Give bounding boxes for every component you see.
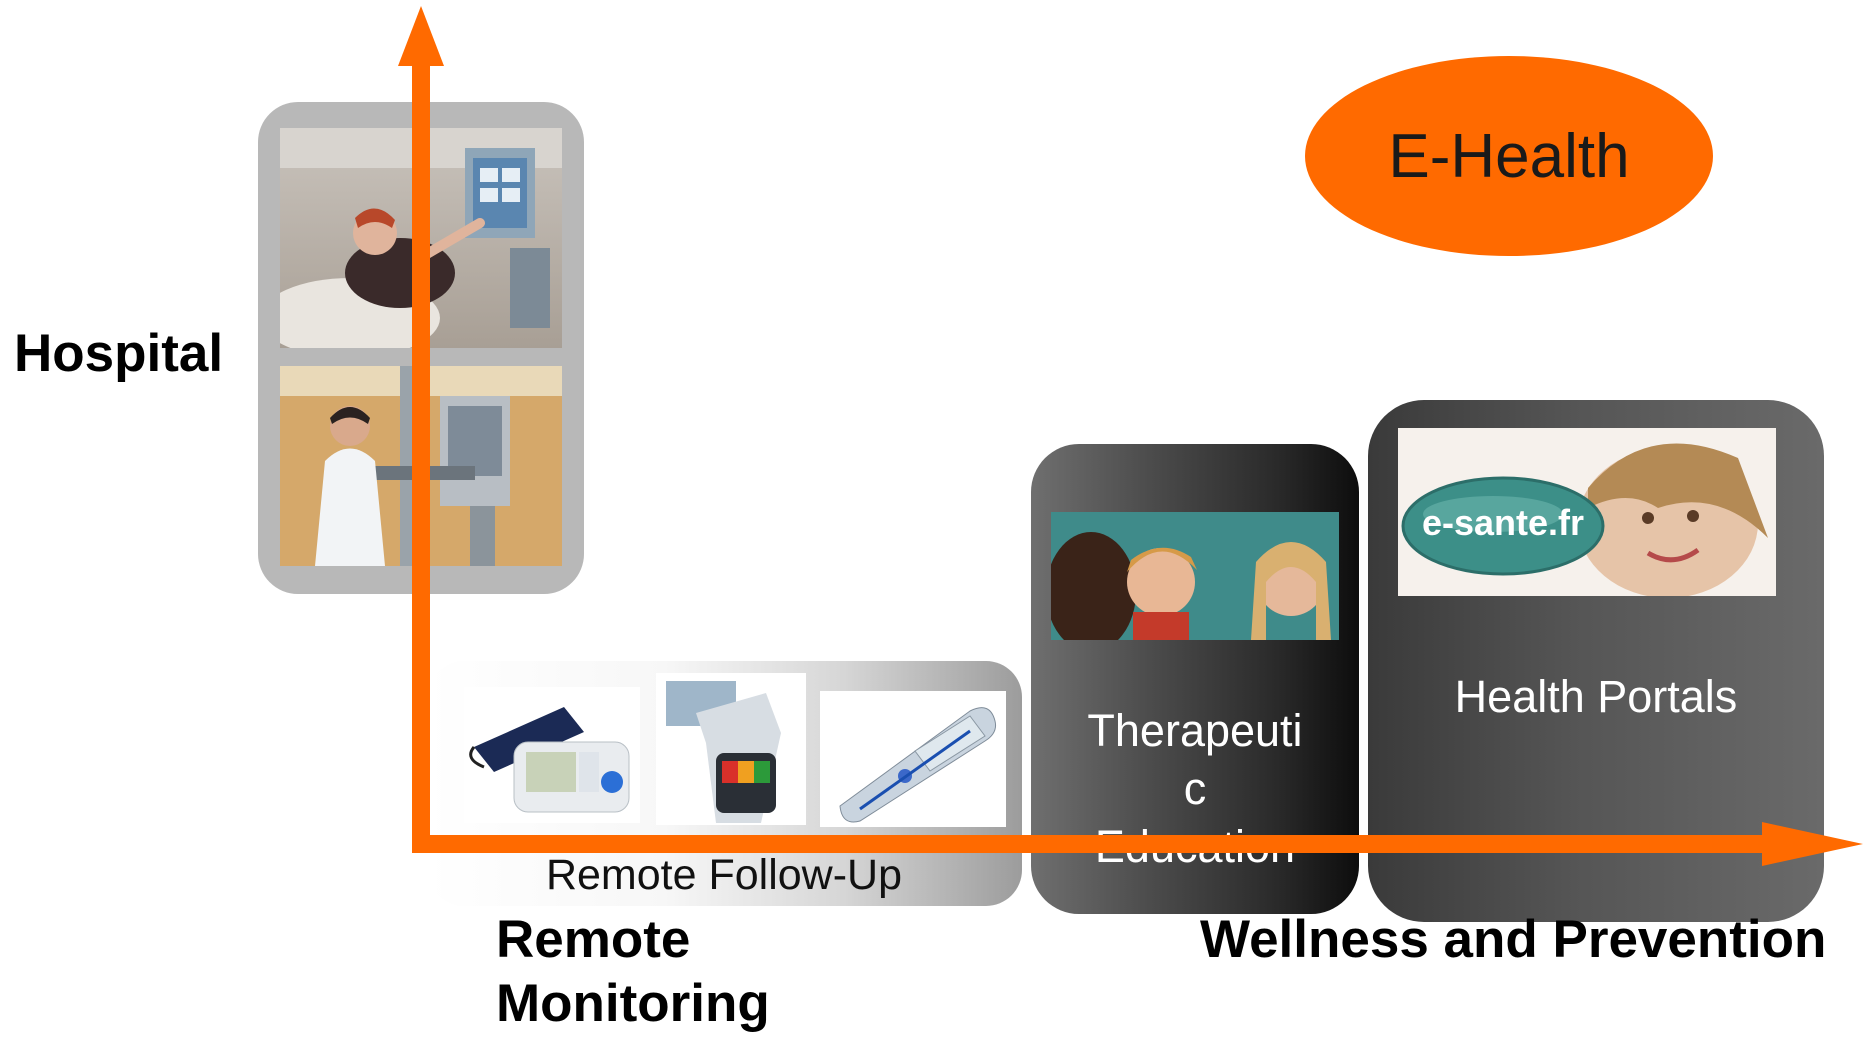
e-sante-portal-image: e-sante.fr bbox=[1398, 428, 1776, 596]
e-sante-logo-text: e-sante.fr bbox=[1421, 502, 1585, 543]
blood-pressure-monitor-image bbox=[464, 687, 640, 823]
e-health-badge-text: E-Health bbox=[1388, 121, 1630, 191]
horizontal-axis-line bbox=[412, 835, 1774, 853]
remote-followup-caption: Remote Follow-Up bbox=[545, 851, 903, 899]
remote-followup-card: Remote Follow-Up bbox=[428, 661, 1022, 906]
peak-flow-meter-image bbox=[656, 673, 806, 825]
vertical-axis-line bbox=[412, 60, 430, 853]
x-axis-label-remote-line2: Monitoring bbox=[496, 974, 770, 1033]
x-axis-label-remote-line1: Remote bbox=[496, 910, 691, 969]
e-health-badge: E-Health bbox=[1305, 56, 1713, 256]
therapeutic-line-1: Therapeuti bbox=[1087, 705, 1303, 756]
therapeutic-line-2: c bbox=[1183, 763, 1207, 814]
horizontal-axis-arrowhead bbox=[1762, 822, 1863, 866]
health-portals-caption: Health Portals bbox=[1454, 671, 1738, 722]
vertical-axis-arrowhead bbox=[398, 6, 444, 66]
glucose-meter-image bbox=[820, 691, 1006, 827]
ear-exam-photo bbox=[1051, 512, 1339, 640]
y-axis-label: Hospital bbox=[14, 324, 224, 383]
x-axis-label-wellness: Wellness and Prevention bbox=[1200, 910, 1827, 969]
